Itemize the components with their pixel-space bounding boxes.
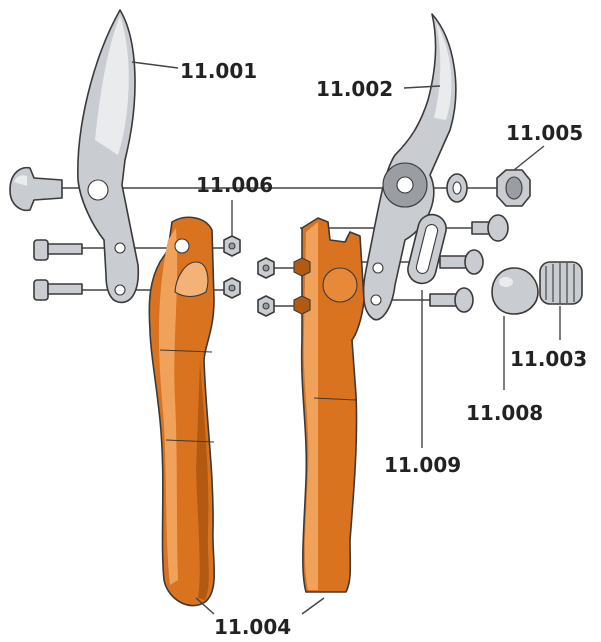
part-labels: 11.001 11.002 11.005 11.006 11.003 11.00… — [180, 59, 587, 639]
left-handle-part — [148, 216, 215, 607]
label-handles: 11.004 — [214, 615, 291, 639]
label-hex-nuts: 11.006 — [196, 173, 273, 197]
hex-nut-1 — [223, 235, 241, 257]
hex-nut-3 — [257, 257, 275, 279]
left-handle-highlight — [158, 228, 178, 585]
spring-cap-part — [491, 267, 539, 315]
spring-part — [539, 261, 583, 305]
blade-pivot-hole — [87, 179, 109, 201]
label-blade: 11.001 — [180, 59, 257, 83]
small-bolt-1 — [33, 239, 83, 261]
label-spring-cap: 11.008 — [466, 401, 543, 425]
leader-lines — [131, 61, 561, 615]
link-plate-slot — [415, 224, 439, 274]
hex-nut-4 — [257, 295, 275, 317]
right-bolt-3 — [429, 287, 474, 313]
blade-hole-2 — [114, 284, 126, 296]
anvil-pivot-hole — [396, 176, 414, 194]
right-bolt-1 — [471, 214, 509, 242]
label-spring: 11.003 — [510, 347, 587, 371]
hex-nut-2 — [223, 277, 241, 299]
anvil-hole-2 — [370, 294, 382, 306]
right-handle-pivot-boss — [322, 267, 358, 303]
anvil-hole-1 — [372, 262, 384, 274]
blade-hole-1 — [114, 242, 126, 254]
washer — [446, 173, 468, 203]
small-bolt-2 — [33, 279, 83, 301]
left-handle-shade — [196, 360, 209, 600]
right-handle-highlight — [303, 222, 318, 590]
right-handle-part — [293, 217, 365, 593]
anvil-blade-highlight — [434, 22, 452, 120]
blade-part — [77, 9, 140, 304]
blade-edge-highlight — [95, 16, 129, 155]
right-handle-hex-socket-2 — [293, 295, 311, 315]
right-handle-hex-socket-1 — [293, 257, 311, 277]
label-link-plate: 11.009 — [384, 453, 461, 477]
pivot-bolt — [9, 166, 63, 212]
anvil-blade-part — [362, 13, 457, 321]
right-bolt-2 — [439, 249, 484, 275]
left-handle-jaw-cutout — [174, 261, 209, 298]
link-plate-part — [407, 213, 447, 285]
label-anvil-blade: 11.002 — [316, 77, 393, 101]
label-nut: 11.005 — [506, 121, 583, 145]
pivot-nut — [496, 169, 531, 207]
blade-shape — [77, 9, 140, 304]
left-handle-hole — [174, 238, 190, 254]
